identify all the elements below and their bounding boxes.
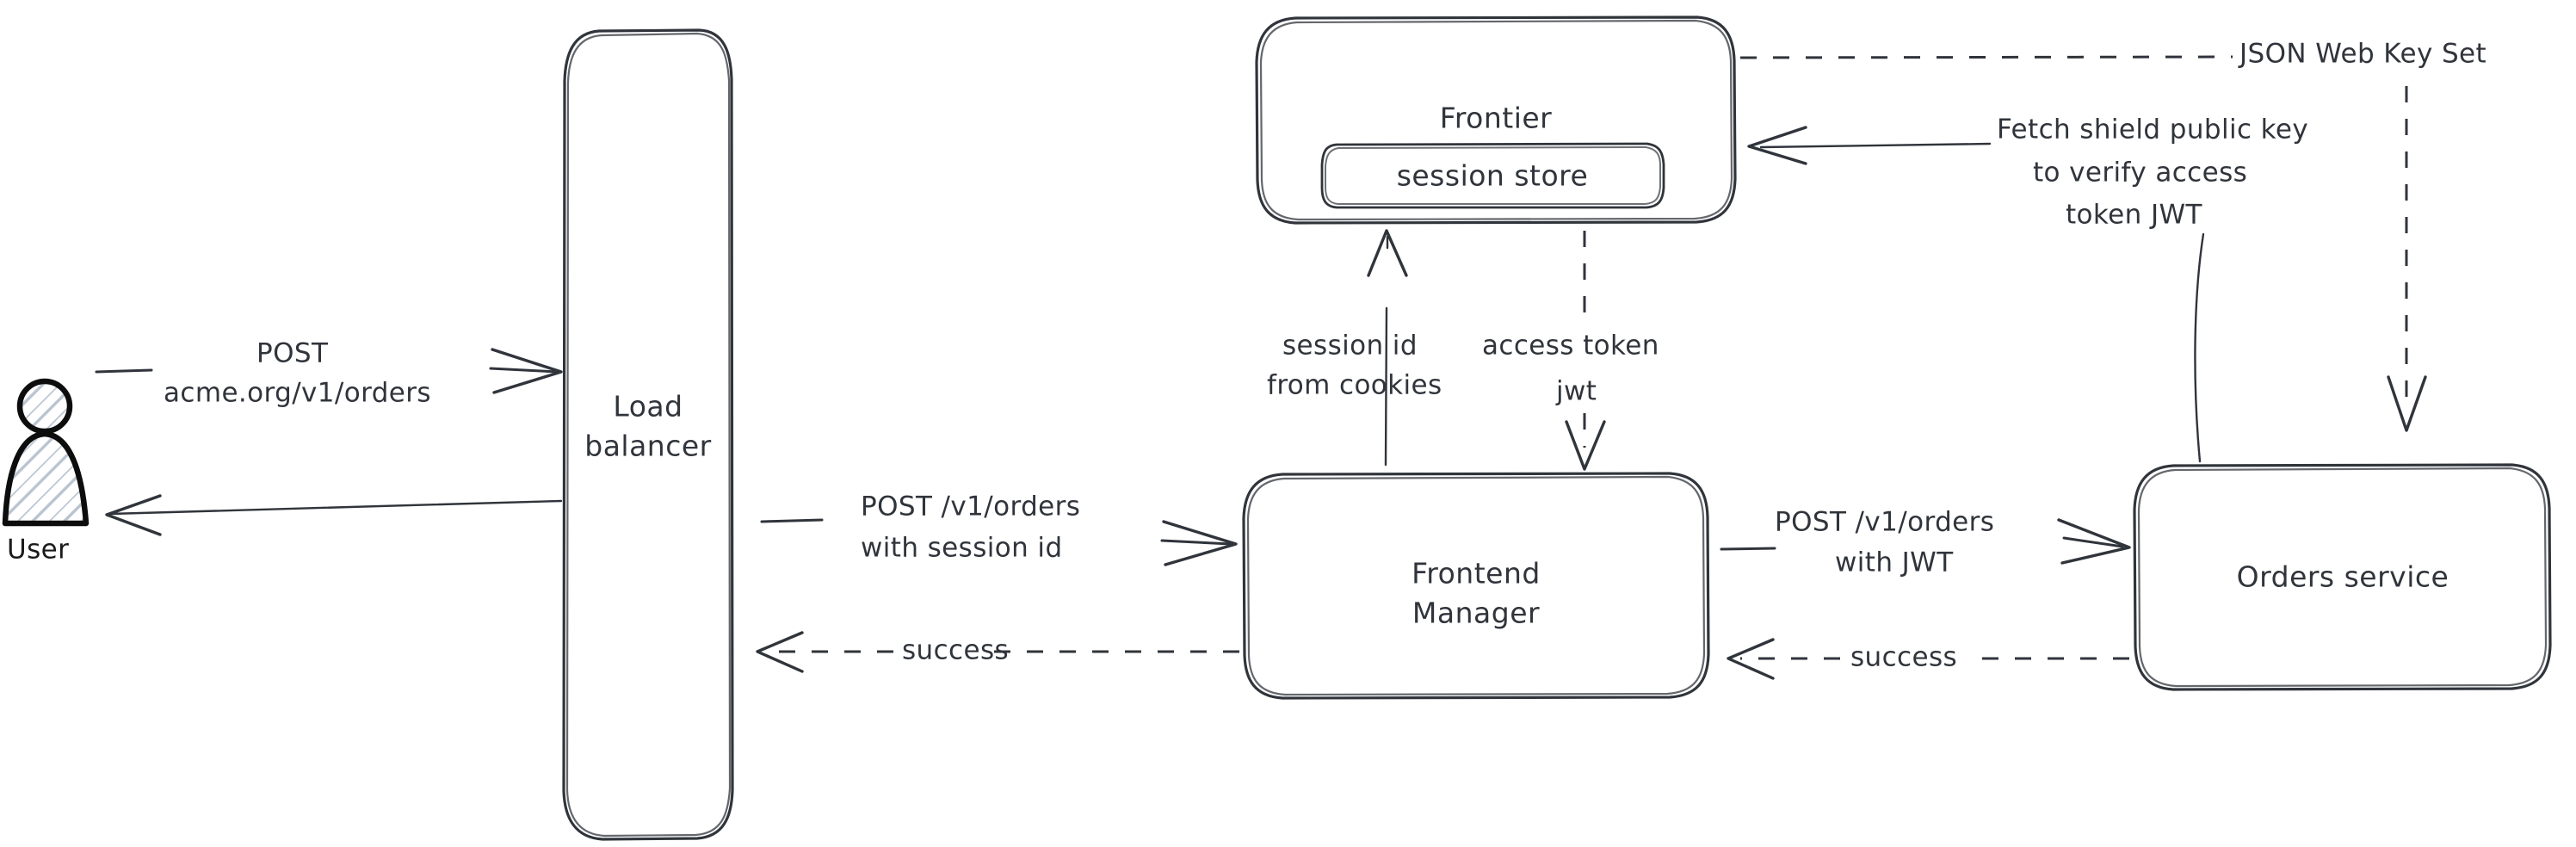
node-frontend-manager[interactable]: Frontend Manager: [1242, 472, 1710, 700]
edge-lb-to-user-arrowhead: [105, 494, 162, 536]
edge-lb-to-fm-line-left: [760, 518, 824, 523]
edge-frontier-to-fm-arrowhead: [1565, 420, 1606, 471]
edge-fm-to-orders-line-right: [2062, 536, 2124, 548]
load-balancer-label-line1: Load: [613, 390, 683, 424]
edge-lb-to-fm-label-line1: POST /v1/orders: [861, 492, 1080, 522]
edge-frontend-manager-to-load-balancer: success: [756, 631, 1239, 673]
edge-orders-to-frontier-arrowhead: [1747, 126, 1807, 165]
edge-frontier-to-orders-line-horizontal: [1739, 55, 2233, 59]
edge-orders-to-fm-arrowhead: [1727, 638, 1775, 680]
edge-orders-to-frontier-label-line1: Fetch shield public key: [1997, 114, 2308, 145]
edge-user-to-load-balancer: POST acme.org/v1/orders: [95, 338, 563, 409]
edge-frontier-to-orders-service: JSON Web Key Set: [1739, 39, 2486, 432]
edge-lb-to-fm-line-right: [1160, 539, 1232, 546]
edge-frontend-manager-to-orders-service: POST /v1/orders with JWT: [1720, 507, 2131, 578]
node-session-store[interactable]: session store: [1320, 142, 1665, 209]
edge-fm-to-orders-line-left: [1720, 547, 1776, 551]
edge-user-to-lb-label-line2: acme.org/v1/orders: [164, 378, 431, 409]
frontend-manager-label-line1: Frontend: [1412, 557, 1541, 590]
user-head-icon: [16, 378, 73, 435]
session-store-shape: [1320, 142, 1665, 209]
edge-fm-to-orders-label-line1: POST /v1/orders: [1775, 507, 1994, 538]
edge-frontier-to-frontend-manager: access token jwt: [1482, 231, 1659, 471]
edge-orders-to-frontier-line-horizontal: [1759, 142, 1992, 149]
edge-frontend-manager-to-frontier: session id from cookies: [1267, 229, 1442, 467]
edge-user-to-lb-arrowhead: [491, 348, 563, 394]
load-balancer-shape: [562, 28, 734, 841]
edge-user-to-lb-label-line1: POST: [256, 338, 329, 369]
edge-fm-to-frontier-line-upper: [1384, 306, 1388, 467]
session-store-label: session store: [1397, 159, 1589, 193]
edge-fm-to-lb-arrowhead: [756, 631, 804, 673]
edge-frontier-to-fm-label-line1: access token: [1482, 331, 1659, 362]
orders-service-shape-sketch: [2137, 467, 2548, 688]
edge-fm-to-frontier-label-line2: from cookies: [1267, 370, 1442, 401]
node-orders-service[interactable]: Orders service: [2133, 463, 2552, 691]
edge-load-balancer-to-user: [105, 494, 563, 536]
edge-user-to-lb-line-right: [489, 367, 559, 374]
edge-lb-to-fm-arrowhead: [1162, 520, 1238, 566]
frontier-shape-sketch: [1259, 19, 1733, 221]
edge-fm-to-frontier-arrowhead: [1367, 229, 1408, 277]
node-load-balancer[interactable]: Load balancer: [562, 28, 734, 841]
edge-user-to-lb-line-left: [95, 368, 153, 374]
user-body-icon: [2, 430, 90, 527]
edge-frontier-to-orders-arrowhead: [2387, 375, 2427, 432]
edge-fm-to-frontier-label-line1: session id: [1282, 331, 1418, 362]
edge-orders-service-to-frontier: Fetch shield public key to verify access…: [1747, 114, 2308, 463]
frontier-label: Frontier: [1440, 102, 1553, 135]
edge-orders-to-frontier-label-line3: token JWT: [2066, 200, 2203, 231]
frontend-manager-shape: [1242, 472, 1710, 700]
edge-orders-to-fm-label: success: [1850, 642, 1957, 673]
frontend-manager-label-line2: Manager: [1412, 597, 1540, 630]
load-balancer-shape-sketch: [565, 32, 732, 838]
edge-fm-to-orders-arrowhead: [2057, 518, 2131, 565]
load-balancer-label-line2: balancer: [584, 430, 712, 463]
edge-lb-to-fm-label-line2: with session id: [861, 533, 1063, 564]
edge-orders-service-to-frontend-manager: success: [1727, 638, 2129, 680]
frontend-manager-shape-sketch: [1246, 475, 1706, 696]
edge-orders-to-frontier-label-line2: to verify access: [2033, 158, 2247, 189]
edge-frontier-to-orders-label: JSON Web Key Set: [2238, 39, 2486, 70]
edge-fm-to-lb-label: success: [902, 635, 1009, 666]
session-store-shape-sketch: [1325, 146, 1661, 205]
orders-service-shape: [2133, 463, 2552, 691]
edge-frontier-to-fm-label-line2: jwt: [1555, 376, 1597, 407]
orders-service-label: Orders service: [2237, 560, 2449, 594]
edge-load-balancer-to-frontend-manager: POST /v1/orders with session id: [760, 492, 1238, 566]
frontier-shape: [1255, 15, 1737, 225]
edge-orders-to-frontier-line-vertical: [2194, 232, 2205, 463]
node-user[interactable]: User: [2, 378, 90, 566]
edge-lb-to-user-line: [108, 499, 563, 516]
user-label: User: [7, 535, 69, 566]
node-frontier[interactable]: Frontier session store: [1255, 15, 1737, 225]
edge-fm-to-orders-label-line2: with JWT: [1835, 547, 1954, 578]
